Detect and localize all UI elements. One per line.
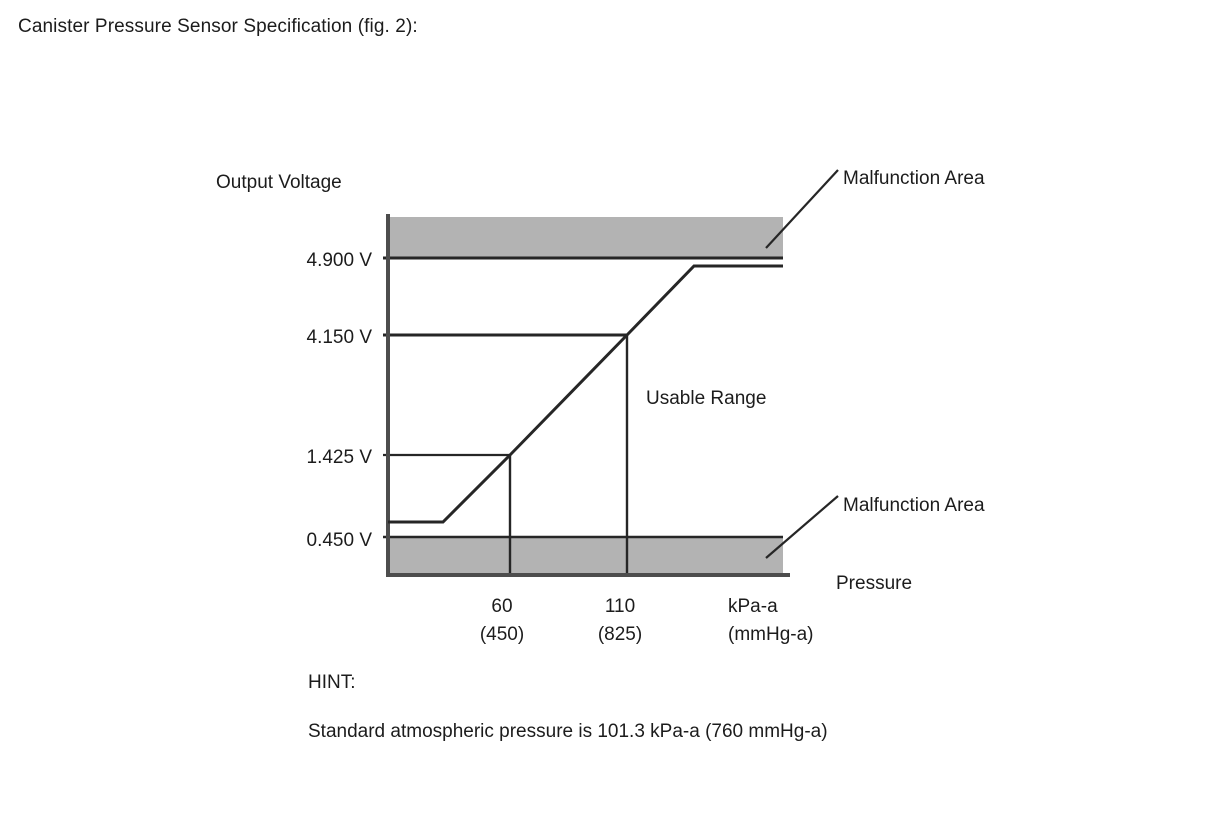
x-tick-label-825-mmhg: (825) <box>598 624 642 645</box>
annotation-usable-range: Usable Range <box>646 388 766 409</box>
y-tick-label-4150: 4.150 V <box>307 327 373 348</box>
page-title: Canister Pressure Sensor Specification (… <box>18 16 418 37</box>
lower-malfunction-band <box>388 537 783 574</box>
leader-line-malfunction-lower <box>765 495 839 559</box>
x-tick-label-110: 110 <box>605 596 635 617</box>
x-axis-title: Pressure <box>836 573 912 594</box>
y-tick-label-0450: 0.450 V <box>307 530 373 551</box>
y-tick-label-1425: 1.425 V <box>307 447 373 468</box>
annotation-malfunction-upper: Malfunction Area <box>843 168 985 189</box>
hint-body-text: Standard atmospheric pressure is 101.3 k… <box>308 721 828 742</box>
x-tick-label-450-mmhg: (450) <box>480 624 524 645</box>
x-tick-label-60: 60 <box>491 596 512 617</box>
hint-heading: HINT: <box>308 672 356 693</box>
x-unit-label-mmhg: (mmHg-a) <box>728 624 814 645</box>
annotation-malfunction-lower: Malfunction Area <box>843 495 985 516</box>
upper-malfunction-band <box>388 217 783 258</box>
hint-block: HINT: Standard atmospheric pressure is 1… <box>308 673 828 741</box>
sensor-output-curve <box>388 264 783 524</box>
leader-line-malfunction-upper <box>765 169 839 249</box>
y-axis-title: Output Voltage <box>216 172 342 193</box>
y-tick-label-4900: 4.900 V <box>307 250 373 271</box>
x-unit-label-kpa: kPa-a <box>728 596 778 617</box>
